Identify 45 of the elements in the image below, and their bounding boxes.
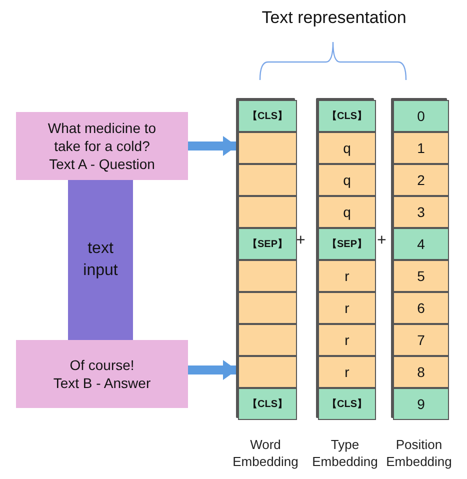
token-cell: 【CLS】: [318, 388, 376, 420]
node-subtitle: Text A - Question: [49, 155, 155, 173]
token-cell: q: [318, 132, 376, 164]
token-cell: 【CLS】: [318, 100, 376, 132]
column-caption: Type Embedding: [311, 436, 379, 470]
token-cell: 0: [393, 100, 449, 132]
column-caption: Position Embedding: [385, 436, 453, 470]
token-cell: q: [318, 164, 376, 196]
token-cell: 8: [393, 356, 449, 388]
token-cell: [238, 356, 297, 388]
token-cell: r: [318, 260, 376, 292]
token-cell: r: [318, 356, 376, 388]
node-text: What medicine to take for a cold?: [46, 119, 158, 155]
token-cell: 4: [393, 228, 449, 260]
token-cell: [238, 164, 297, 196]
arrow: [188, 136, 237, 156]
token-cell: 【SEP】: [318, 228, 376, 260]
input-bar: text input: [68, 180, 133, 340]
token-cell: r: [318, 324, 376, 356]
token-cell: 2: [393, 164, 449, 196]
token-cell: 1: [393, 132, 449, 164]
token-cell: 3: [393, 196, 449, 228]
token-cell: [238, 196, 297, 228]
arrow: [188, 360, 237, 380]
token-cell: 【SEP】: [238, 228, 297, 260]
plus-sign: +: [296, 232, 306, 250]
token-cell: 6: [393, 292, 449, 324]
node-text: Of course!: [70, 356, 134, 374]
token-cell: [238, 324, 297, 356]
node-subtitle: Text B - Answer: [53, 374, 151, 392]
plus-sign: +: [377, 232, 386, 250]
token-cell: [238, 260, 297, 292]
token-cell: [238, 132, 297, 164]
token-cell: 【CLS】: [238, 388, 297, 420]
token-cell: 7: [393, 324, 449, 356]
column-caption: Word Embedding: [232, 436, 300, 470]
token-cell: 5: [393, 260, 449, 292]
token-cell: 9: [393, 388, 449, 420]
heading: Text representation: [260, 8, 408, 28]
token-cell: r: [318, 292, 376, 324]
token-cell: q: [318, 196, 376, 228]
text-box: [16, 340, 188, 408]
token-cell: [238, 292, 297, 324]
token-cell: 【CLS】: [238, 100, 297, 132]
text-box: [16, 112, 188, 180]
